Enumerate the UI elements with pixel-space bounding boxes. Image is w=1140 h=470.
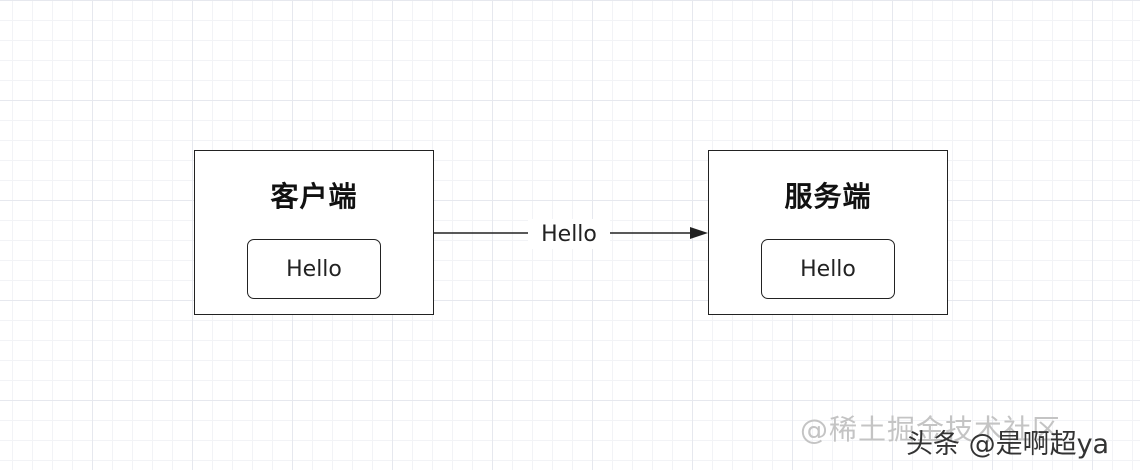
client-title: 客户端 <box>270 180 358 213</box>
server-message-box: Hello <box>761 239 895 299</box>
server-node: 服务端 Hello <box>708 150 948 315</box>
server-title: 服务端 <box>784 180 872 213</box>
community-watermark: @稀土掘金技术社区 <box>800 413 1062 446</box>
arrow-head <box>690 227 708 239</box>
client-message-box: Hello <box>247 239 381 299</box>
arrow-label: Hello <box>528 219 610 249</box>
toutiao-watermark: 头条 @是啊超ya <box>906 429 1110 460</box>
client-node: 客户端 Hello <box>194 150 434 315</box>
